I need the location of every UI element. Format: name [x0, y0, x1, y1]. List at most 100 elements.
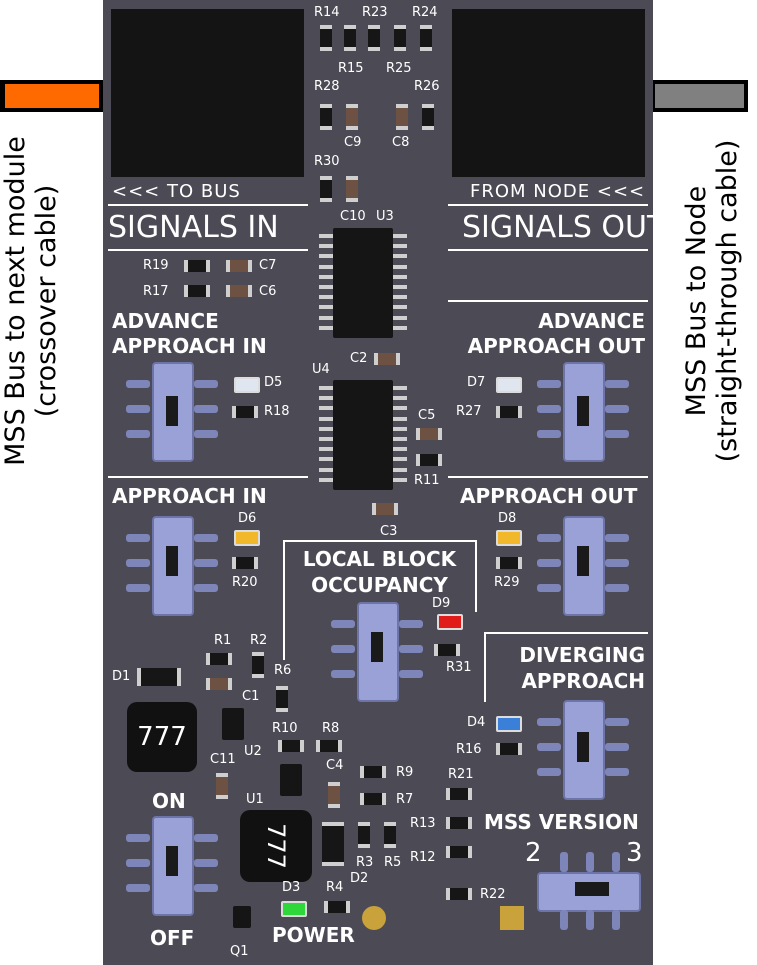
ref-r19: R19 — [143, 258, 169, 273]
arrow-out-bottom — [448, 249, 648, 251]
ref-r8: R8 — [322, 721, 340, 736]
switch-pin — [537, 430, 561, 438]
capacitor-c1 — [206, 678, 232, 690]
switch-approach-out-knob — [577, 546, 589, 576]
to-bus-label: <<< TO BUS — [112, 181, 241, 202]
switch-pin — [194, 834, 218, 842]
led-d6 — [234, 530, 260, 546]
ref-c3: C3 — [380, 524, 398, 539]
switch-pin — [331, 670, 355, 678]
switch-pin — [126, 430, 150, 438]
ic-pin — [393, 244, 407, 249]
capacitor-c8 — [396, 104, 408, 130]
ic-pin — [319, 447, 333, 452]
resistor-r10 — [278, 740, 304, 752]
switch-pin — [126, 405, 150, 413]
ic-pin — [393, 437, 407, 441]
resistor-r8 — [316, 740, 342, 752]
ic-pin — [393, 325, 407, 330]
switch-power[interactable] — [152, 816, 194, 916]
resistor-r25 — [394, 25, 406, 51]
ic-pin — [393, 234, 407, 238]
resistor-r12 — [446, 846, 472, 858]
ref-r25: R25 — [386, 61, 412, 76]
switch-pin — [126, 534, 150, 542]
right-side-label: MSS Bus to Node(straight-through cable) — [681, 139, 744, 463]
ref-r15: R15 — [338, 61, 364, 76]
switch-pin — [194, 380, 218, 388]
capacitor-c4 — [328, 782, 340, 808]
resistor-r22 — [446, 888, 472, 900]
resistor-r21 — [446, 788, 472, 800]
from-node-label: FROM NODE <<< — [470, 181, 646, 202]
resistor-r3 — [358, 822, 370, 848]
ref-c1: C1 — [242, 689, 260, 704]
ref-r3: R3 — [356, 855, 374, 870]
switch-pin — [126, 884, 150, 892]
ref-r18: R18 — [264, 404, 290, 419]
resistor-r24 — [420, 25, 432, 51]
switch-pin — [399, 670, 423, 678]
inductor-u1: 777 — [240, 810, 312, 882]
switch-pin — [194, 534, 218, 542]
mss-version-label: MSS VERSION — [484, 810, 639, 834]
switch-advance-out[interactable] — [563, 362, 605, 462]
switch-pin — [194, 430, 218, 438]
version-3-label: 3 — [626, 838, 643, 868]
switch-pin — [194, 884, 218, 892]
ic-pin — [393, 477, 407, 482]
ref-c8: C8 — [392, 135, 410, 150]
transistor-q1 — [233, 906, 251, 928]
divider-left-mid — [108, 476, 308, 478]
local-block-frame-top — [283, 540, 477, 542]
ref-r23: R23 — [362, 5, 388, 20]
on-label: ON — [152, 789, 186, 813]
switch-pin — [537, 718, 561, 726]
switch-pin — [194, 584, 218, 592]
switch-approach-in-knob — [166, 546, 178, 576]
diverging-frame-top — [484, 632, 648, 634]
switch-pin — [605, 743, 629, 751]
ref-d3: D3 — [282, 880, 301, 895]
arrow-out-top — [448, 204, 648, 206]
power-label: POWER — [272, 923, 355, 947]
resistor-r2 — [252, 652, 264, 678]
ref-r24: R24 — [412, 5, 438, 20]
ic-pin — [393, 447, 407, 452]
ref-r17: R17 — [143, 284, 169, 299]
ref-c2: C2 — [350, 351, 368, 366]
ic-pin — [393, 457, 407, 462]
inductor-left: 777 — [127, 702, 197, 772]
switch-pin — [605, 559, 629, 567]
ref-r26: R26 — [414, 79, 440, 94]
switch-pin — [537, 534, 561, 542]
led-d5 — [234, 377, 260, 393]
ic-pin — [393, 416, 407, 421]
rj45-jack-right — [452, 9, 645, 177]
ref-r5: R5 — [384, 855, 402, 870]
left-cable-tab-fill — [5, 84, 99, 108]
ic-u1 — [280, 764, 302, 796]
ic-pin — [319, 285, 333, 289]
switch-pin — [537, 768, 561, 776]
switch-pin — [331, 620, 355, 628]
pad-square — [500, 906, 524, 930]
switch-pin — [126, 859, 150, 867]
ref-r11: R11 — [414, 473, 440, 488]
arrow-in-bottom — [108, 249, 308, 251]
resistor-r14 — [320, 25, 332, 51]
ref-r16: R16 — [456, 742, 482, 757]
ref-r20: R20 — [232, 575, 258, 590]
ic-pin — [319, 274, 333, 279]
right-cable-tab-fill — [655, 84, 744, 108]
resistor-r31 — [434, 644, 460, 656]
local-block-frame-left — [283, 540, 285, 660]
ref-r7: R7 — [396, 792, 414, 807]
ic-pin — [319, 416, 333, 421]
arrow-in-top — [108, 204, 308, 206]
resistor-r23 — [368, 25, 380, 51]
ref-c10: C10 — [340, 209, 366, 224]
ic-u4 — [333, 380, 393, 490]
resistor-r13 — [446, 817, 472, 829]
